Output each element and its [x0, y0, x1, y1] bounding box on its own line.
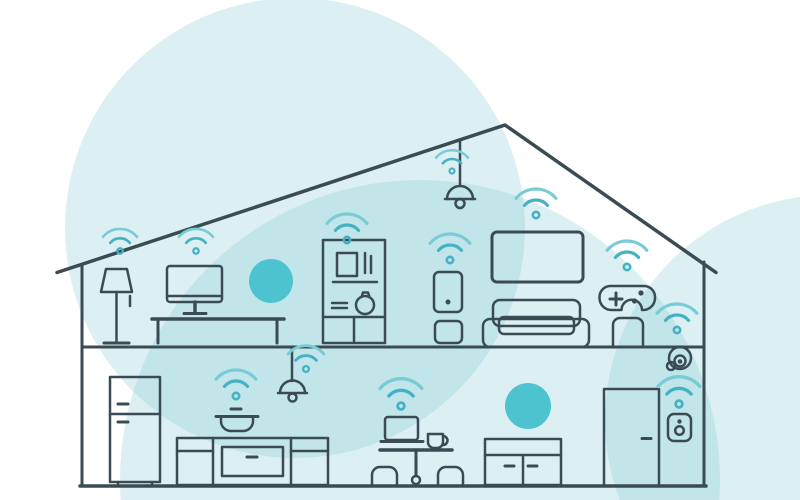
dpad-icon: [608, 291, 624, 307]
oven-door: [220, 445, 285, 478]
mesh-node-dot-lower: [505, 383, 551, 429]
bookshelf: [321, 238, 387, 345]
stool-right: [436, 465, 465, 488]
button-icon: [631, 298, 638, 304]
desktop-monitor: [165, 264, 224, 315]
couch: [481, 298, 591, 349]
refrigerator: [108, 375, 162, 488]
mesh-node-dot-upper: [249, 259, 293, 303]
game-controller: [598, 284, 657, 312]
desk: [378, 448, 454, 486]
picture-frame-icon: [335, 251, 359, 278]
button-icon: [638, 290, 644, 296]
speaker-stand: [433, 319, 464, 345]
floor-lamp: [99, 267, 134, 345]
door: [602, 387, 661, 488]
ceiling-pendant-lamp-kitchen: [276, 346, 309, 403]
laptop: [379, 415, 425, 443]
cooking-pot: [214, 407, 260, 433]
wall-tv: [490, 230, 585, 284]
coffee-mug: [426, 432, 449, 450]
vase-icon: [354, 294, 376, 316]
tv-bench: [150, 317, 286, 345]
kitchen-counter-oven: [175, 436, 330, 487]
stool-left: [370, 465, 399, 488]
ottoman-speaker: [611, 316, 645, 349]
books-icon: [363, 251, 373, 275]
roof: [55, 123, 718, 275]
background-circle: [65, 0, 525, 458]
security-camera: [665, 345, 693, 372]
smart-speaker: [432, 270, 464, 345]
sideboard: [483, 437, 563, 487]
smart-doorbell: [666, 412, 693, 443]
